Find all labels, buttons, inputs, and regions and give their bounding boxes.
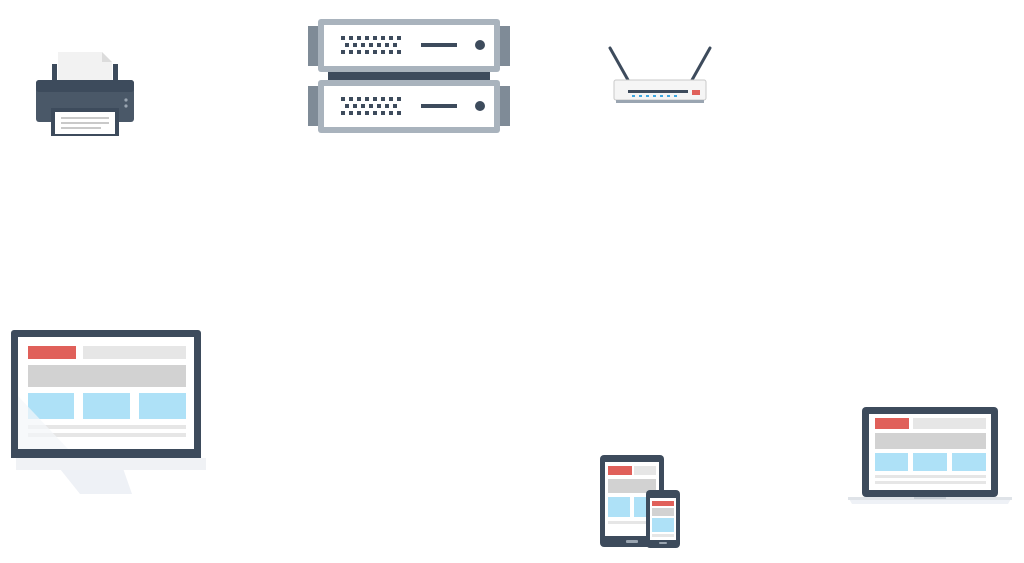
- laptop-icon: [846, 404, 1016, 508]
- printer-icon: [32, 50, 138, 140]
- tablet-and-phone-icon: [596, 452, 686, 552]
- wifi-router-icon: [604, 44, 716, 106]
- desktop-monitor-icon: [8, 326, 208, 498]
- server-rack-icon: [304, 16, 514, 136]
